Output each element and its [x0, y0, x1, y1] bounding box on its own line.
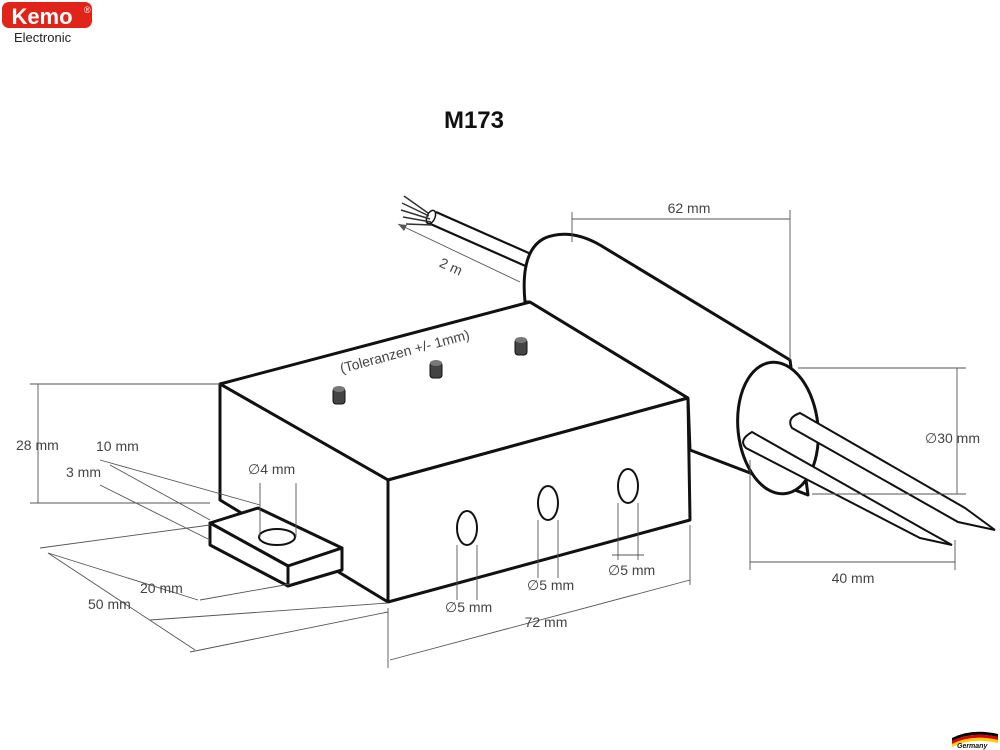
probe: [522, 232, 996, 546]
height-label: 28 mm: [16, 437, 59, 453]
mounting-hole: [258, 528, 296, 546]
brand-subtitle: Electronic: [14, 30, 72, 45]
led-bump: [332, 386, 346, 405]
made-in-label: Germany: [957, 743, 988, 750]
cable-length-label: 2 m: [437, 254, 465, 278]
brand-name: Kemo: [11, 4, 72, 29]
tab-width-label: 10 mm: [96, 438, 139, 454]
length-label: 72 mm: [525, 614, 568, 630]
mounting-tab: [208, 506, 344, 588]
probe-spacing-label: 40 mm: [832, 570, 875, 586]
made-in-germany-badge: Germany: [952, 731, 998, 750]
cable: 2 m: [397, 195, 541, 283]
flag-stripe-red: [952, 734, 998, 744]
probe-diameter-label: ∅30 mm: [925, 430, 980, 446]
led-bump: [429, 360, 443, 379]
tab-depth-label: 20 mm: [140, 580, 183, 596]
brand-registered-mark: ®: [84, 5, 91, 15]
electrode-rod: [789, 411, 996, 531]
product-title: M173: [444, 107, 504, 134]
brand-badge: [2, 2, 92, 28]
hole-b-label: ∅5 mm: [527, 577, 574, 593]
led-bumps: [332, 337, 528, 405]
brand-logo: Kemo ® Electronic: [2, 2, 92, 45]
electrode-rod: [742, 430, 953, 546]
depth-label: 50 mm: [88, 596, 131, 612]
hole-diameter-label: ∅4 mm: [248, 461, 295, 477]
flag-stripe-gold: [952, 737, 998, 747]
hole-a-label: ∅5 mm: [445, 599, 492, 615]
front-holes: [456, 468, 639, 546]
front-hole: [617, 468, 639, 504]
front-hole: [456, 510, 478, 546]
dimension-lines: [30, 210, 966, 668]
tab-thickness-label: 3 mm: [66, 464, 101, 480]
front-hole: [537, 485, 559, 521]
hole-c-label: ∅5 mm: [608, 562, 655, 578]
led-bump: [514, 337, 528, 356]
dimension-labels: 62 mm ∅30 mm 40 mm 28 mm 10 mm 3 mm ∅4 m…: [16, 200, 980, 630]
flag-stripe-black: [952, 731, 998, 741]
probe-length-label: 62 mm: [668, 200, 711, 216]
